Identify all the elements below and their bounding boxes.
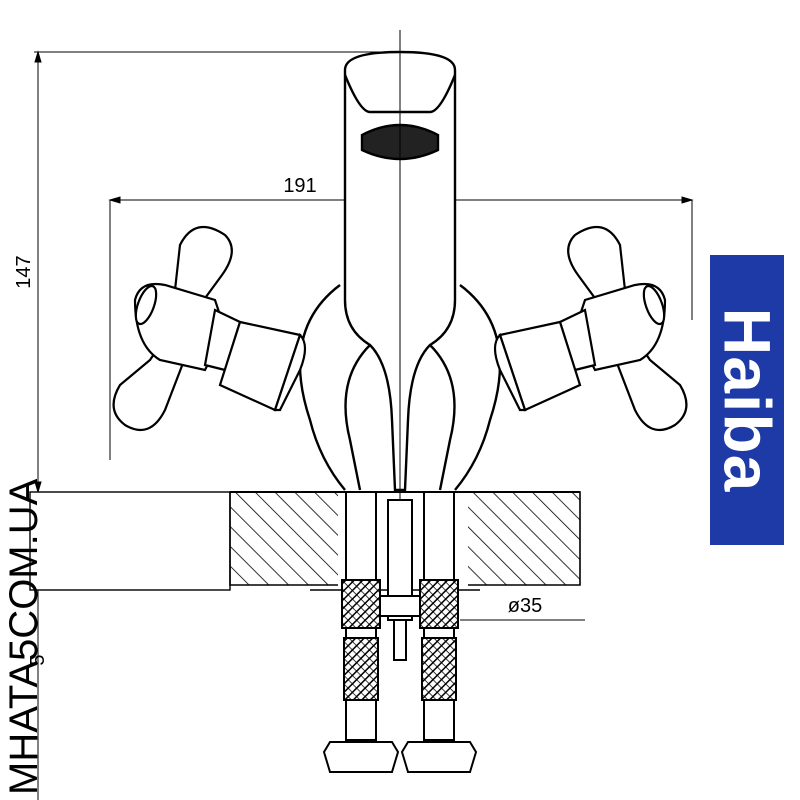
left-handle <box>112 225 307 432</box>
right-handle <box>493 225 688 432</box>
mounting-stud <box>379 499 421 661</box>
logo-text: Haiba <box>710 307 784 493</box>
dimension-lines <box>34 50 694 800</box>
diameter-dimension-label: ø35 <box>508 595 542 617</box>
width-dimension-label: 191 <box>283 175 316 197</box>
countertop-section <box>29 491 581 592</box>
watermark-text: MHATA5COM.UA <box>2 478 46 795</box>
left-hose <box>322 491 400 773</box>
partial-dimension-label: 5 <box>27 654 49 665</box>
height-dimension-label: 147 <box>13 255 35 288</box>
haiba-logo: Haiba <box>710 255 784 545</box>
right-hose <box>400 491 478 773</box>
